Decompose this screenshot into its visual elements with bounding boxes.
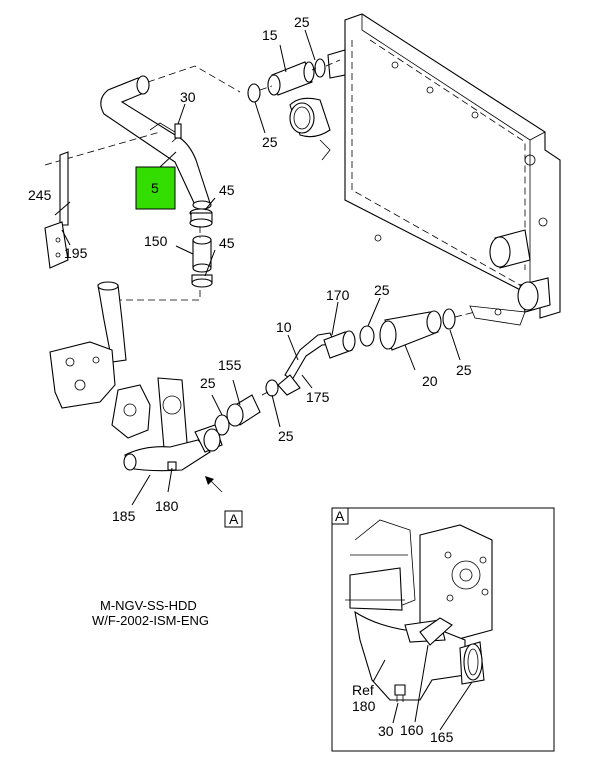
detail-box-letter: A xyxy=(335,508,345,524)
callout-25[interactable]: 25 xyxy=(456,362,472,378)
detail-callout-160[interactable]: 160 xyxy=(400,722,424,738)
callout-45[interactable]: 45 xyxy=(219,235,235,251)
callout-25[interactable]: 25 xyxy=(278,428,294,444)
callout-245[interactable]: 245 xyxy=(28,187,52,203)
callout-155[interactable]: 155 xyxy=(218,357,242,373)
note-line-2: W/F-2002-ISM-ENG xyxy=(92,613,209,628)
upper-coolant-pipe xyxy=(100,75,212,210)
detail-view-a xyxy=(331,507,555,752)
hose-15-set xyxy=(247,58,326,103)
callout-25[interactable]: 25 xyxy=(294,14,310,30)
callout-150[interactable]: 150 xyxy=(144,233,168,249)
highlight-box[interactable] xyxy=(135,166,176,210)
radiator xyxy=(289,13,561,326)
callout-170[interactable]: 170 xyxy=(326,287,350,303)
hose-150-set xyxy=(189,208,213,288)
callout-25[interactable]: 25 xyxy=(200,375,216,391)
callout-25[interactable]: 25 xyxy=(374,282,390,298)
callout-30[interactable]: 30 xyxy=(180,89,196,105)
callout-10[interactable]: 10 xyxy=(276,319,292,335)
view-marker-box xyxy=(224,510,243,528)
lower-coolant-pipe xyxy=(214,308,456,436)
callout-195[interactable]: 195 xyxy=(64,245,88,261)
engine-parts xyxy=(49,281,223,472)
view-marker: A xyxy=(229,511,239,527)
callout-175[interactable]: 175 xyxy=(306,389,330,405)
callout-25[interactable]: 25 xyxy=(262,134,278,150)
bracket-245 xyxy=(44,151,69,269)
clamp-30 xyxy=(174,103,186,139)
callout-5[interactable]: 5 xyxy=(151,180,159,196)
callout-20[interactable]: 20 xyxy=(422,373,438,389)
callout-45[interactable]: 45 xyxy=(219,182,235,198)
callout-180[interactable]: 180 xyxy=(155,498,179,514)
callout-15[interactable]: 15 xyxy=(262,27,278,43)
detail-callout-165[interactable]: 165 xyxy=(430,729,454,745)
upper-pipe-guide xyxy=(147,65,241,93)
detail-ref-label: Ref xyxy=(352,682,374,698)
leader-lines xyxy=(131,29,461,506)
detail-callout-180[interactable]: 180 xyxy=(352,698,376,714)
detail-callout-30[interactable]: 30 xyxy=(378,723,394,739)
callout-185[interactable]: 185 xyxy=(112,508,136,524)
note-line-1: M-NGV-SS-HDD xyxy=(100,598,197,613)
